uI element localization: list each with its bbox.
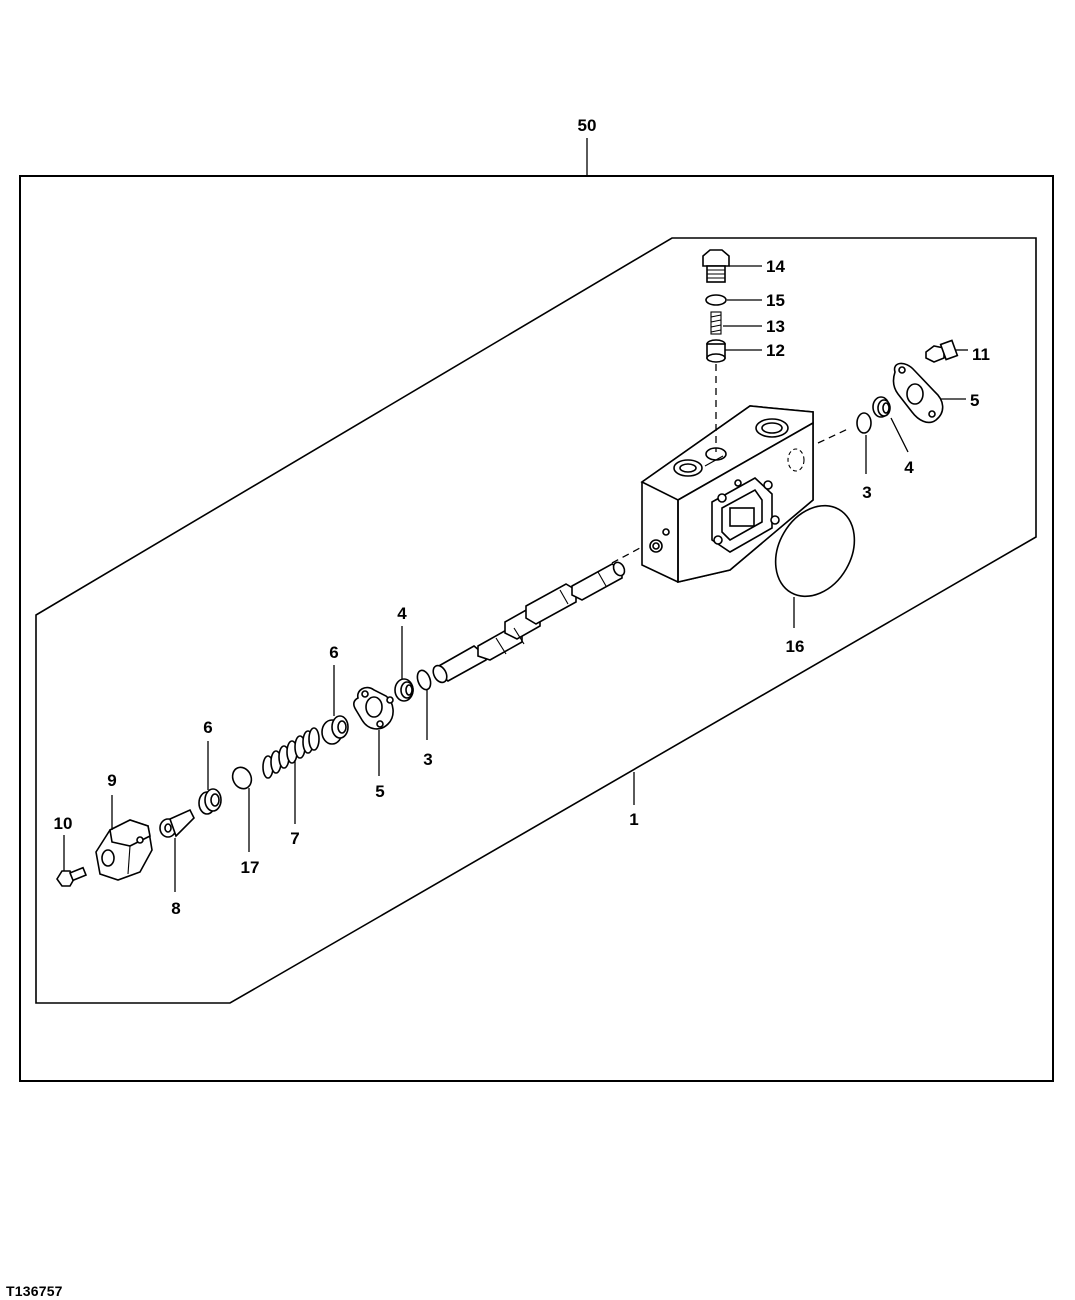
callout-1[interactable]: 1 — [629, 810, 638, 829]
spring-seat-part-6-upper — [321, 715, 349, 745]
callout-4-left[interactable]: 4 — [397, 604, 407, 623]
callout-9[interactable]: 9 — [107, 771, 116, 790]
bolt-part-8 — [159, 808, 195, 838]
poppet-part-12 — [706, 339, 726, 363]
callout-15[interactable]: 15 — [766, 291, 785, 310]
spring-seat-part-6-lower — [198, 788, 222, 815]
callout-11[interactable]: 11 — [972, 345, 990, 364]
callout-3-left[interactable]: 3 — [423, 750, 432, 769]
bolt-part-11 — [925, 339, 959, 363]
plug-part-14 — [702, 249, 730, 283]
flange-part-5-right — [892, 362, 944, 424]
callout-7[interactable]: 7 — [290, 829, 299, 848]
o-ring-part-17 — [231, 766, 253, 790]
valve-housing — [640, 405, 814, 584]
callout-10[interactable]: 10 — [54, 814, 73, 833]
callout-14[interactable]: 14 — [766, 257, 785, 276]
spool — [432, 561, 626, 684]
callout-assembly[interactable]: 50 — [578, 116, 597, 135]
figure-id: T136757 — [6, 1283, 63, 1299]
assembly-frame — [19, 175, 1054, 1082]
screw-part-10 — [56, 866, 88, 887]
callout-4-right[interactable]: 4 — [904, 458, 914, 477]
seal-part-4-left — [394, 678, 414, 702]
callout-17[interactable]: 17 — [241, 858, 260, 877]
spring-part-7 — [262, 727, 320, 779]
callout-5-left[interactable]: 5 — [375, 782, 384, 801]
callout-12[interactable]: 12 — [766, 341, 785, 360]
callout-8[interactable]: 8 — [171, 899, 180, 918]
o-ring-part-3-left — [416, 669, 432, 691]
o-ring-part-15 — [705, 294, 727, 306]
callout-16[interactable]: 16 — [786, 637, 805, 656]
cap-part-9 — [95, 819, 153, 881]
callout-6-lower[interactable]: 6 — [203, 718, 212, 737]
subassembly-frame — [35, 237, 1037, 1004]
o-ring-part-3-right — [856, 412, 872, 434]
spring-part-13 — [710, 311, 722, 335]
callout-3-right[interactable]: 3 — [862, 483, 871, 502]
large-o-ring-part-16 — [774, 504, 856, 598]
callout-13[interactable]: 13 — [766, 317, 785, 336]
flange-part-5-left — [353, 686, 394, 730]
seal-part-4-right — [872, 396, 891, 418]
callout-5-right[interactable]: 5 — [970, 391, 979, 410]
dashed-port — [787, 448, 805, 472]
callout-6-upper[interactable]: 6 — [329, 643, 338, 662]
